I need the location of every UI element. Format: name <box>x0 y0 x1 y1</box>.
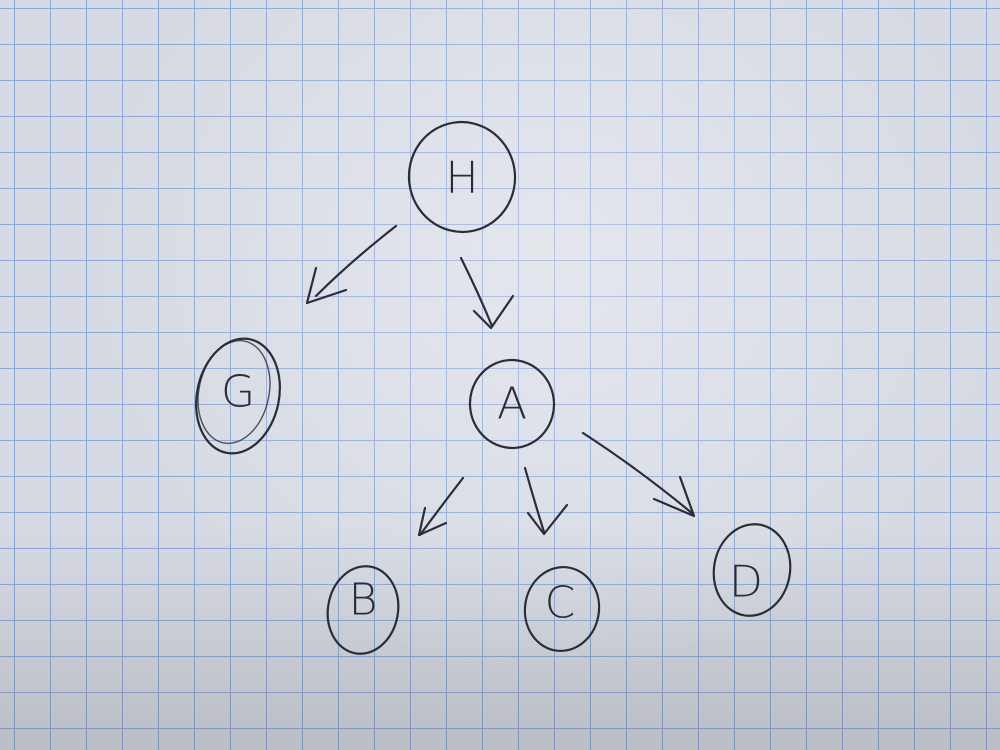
edge-h-to-g <box>305 224 398 305</box>
edge-a-to-c <box>523 466 569 536</box>
node-h-label: H <box>445 153 478 204</box>
node-b-label: B <box>349 575 378 626</box>
node-g-label: G <box>221 367 255 418</box>
edge-a-to-b <box>417 476 465 537</box>
node-a-label: A <box>497 379 527 430</box>
edge-a-to-d <box>581 431 696 518</box>
edge-h-to-a <box>459 256 515 330</box>
node-b: B <box>326 565 400 655</box>
node-g: G <box>195 337 281 455</box>
node-c: C <box>523 565 601 653</box>
node-d-label: D <box>729 557 763 608</box>
node-d: D <box>712 523 792 617</box>
node-a: A <box>468 358 556 450</box>
node-h: H <box>407 120 517 234</box>
node-c-label: C <box>545 578 576 629</box>
